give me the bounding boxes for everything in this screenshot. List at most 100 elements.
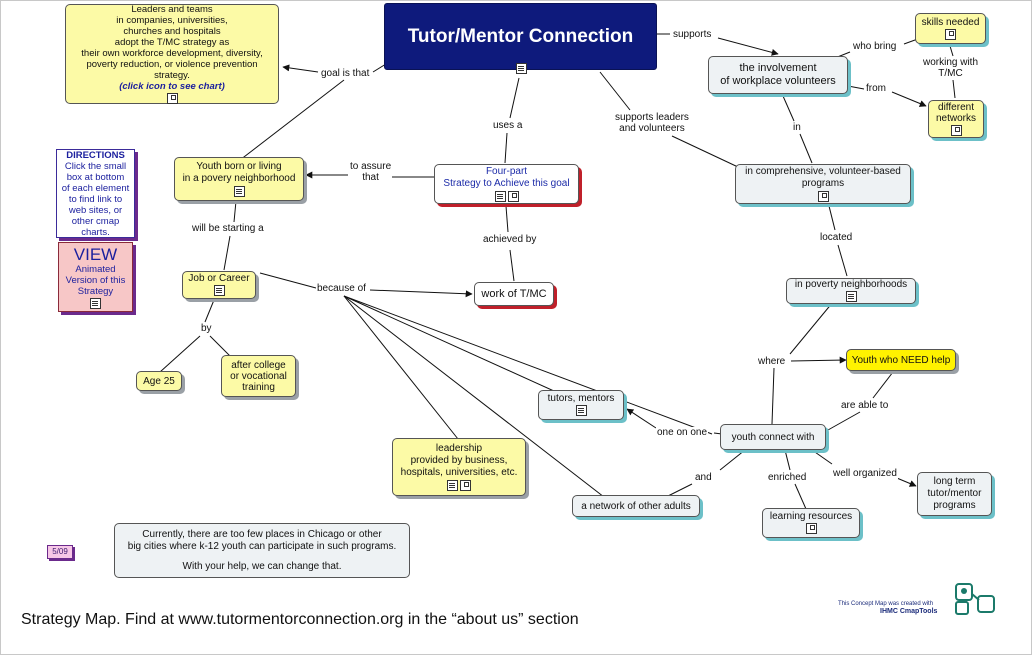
- concept-map-icon[interactable]: [166, 93, 178, 104]
- link-label-who-bring: who bring: [852, 41, 898, 52]
- link-line: [343, 295, 459, 440]
- link-line: [952, 79, 956, 99]
- bottom-note-line1: Currently, there are too few places in C…: [142, 528, 382, 540]
- long-term-programs-node[interactable]: long term tutor/mentor programs: [917, 472, 992, 516]
- link-label-uses-a: uses a: [492, 120, 524, 131]
- involvement-node[interactable]: the involvement of workplace volunteers: [708, 56, 848, 94]
- link-label-are-able-to: are able to: [840, 400, 890, 411]
- view-line1: VIEW: [73, 244, 118, 264]
- leaders-line4: adopt the T/MC strategy as: [114, 37, 230, 48]
- concept-map-icon[interactable]: [805, 523, 817, 535]
- link-line: [847, 85, 865, 90]
- document-icon[interactable]: [516, 63, 527, 74]
- link-label-enriched: enriched: [767, 472, 808, 483]
- link-label-achieved-by: achieved by: [482, 234, 538, 245]
- job-career-text: Job or Career: [188, 273, 250, 285]
- four-part-line1: Four-part: [485, 165, 528, 177]
- link-line: [811, 449, 833, 465]
- concept-map-icon[interactable]: [460, 479, 471, 491]
- leadership-line1: leadership: [435, 442, 483, 454]
- title-node[interactable]: Tutor/Mentor Connection: [384, 3, 657, 70]
- leaders-line7: strategy.: [154, 70, 190, 81]
- document-icon[interactable]: [494, 190, 506, 202]
- concept-map-icon[interactable]: [950, 124, 962, 136]
- poverty-neighborhoods-node[interactable]: in poverty neighborhoods: [786, 278, 916, 304]
- link-line: [799, 133, 813, 164]
- working-with-line1: working with: [923, 57, 979, 68]
- link-label-will-be-starting: will be starting a: [191, 223, 265, 234]
- youth-connect-text: youth connect with: [731, 431, 815, 443]
- link-label-from: from: [865, 83, 887, 94]
- cmaptools-credit: This Concept Map was created with IHMC C…: [838, 600, 937, 616]
- link-label-in: in: [792, 122, 802, 133]
- leaders-line6: poverty reduction, or violence preventio…: [86, 59, 258, 70]
- comprehensive-programs-node[interactable]: in comprehensive, volunteer-based progra…: [735, 164, 911, 204]
- link-label-because-of: because of: [316, 283, 367, 294]
- learning-resources-node[interactable]: learning resources: [762, 508, 860, 538]
- skills-text: skills needed: [921, 16, 980, 28]
- credit-line1: This Concept Map was created with: [838, 601, 934, 607]
- link-label-working-with: working with T/MC: [922, 57, 980, 79]
- footer-caption: Strategy Map. Find at www.tutormentorcon…: [21, 611, 579, 628]
- tutors-text: tutors, mentors: [547, 393, 615, 405]
- link-label-supports-leaders: supports leaders and volunteers: [614, 112, 690, 134]
- to-assure-line1: to assure: [350, 161, 392, 172]
- document-icon[interactable]: [233, 185, 245, 197]
- link-line: [771, 367, 775, 425]
- leaders-line1: Leaders and teams: [131, 4, 213, 15]
- link-line: [789, 301, 834, 355]
- link-label-to-assure: to assure that: [349, 161, 393, 183]
- document-icon[interactable]: [575, 405, 587, 417]
- document-icon[interactable]: [90, 297, 101, 309]
- four-part-strategy-node[interactable]: Four-part Strategy to Achieve this goal: [434, 164, 579, 204]
- age-25-node[interactable]: Age 25: [136, 371, 182, 391]
- link-line: [784, 449, 791, 471]
- long-term-line3: programs: [933, 500, 976, 511]
- directions-node[interactable]: DIRECTIONS Click the small box at bottom…: [56, 149, 135, 238]
- link-line: [239, 79, 345, 161]
- after-college-line2: or vocational: [230, 370, 287, 382]
- comprehensive-line1: in comprehensive, volunteer-based: [745, 165, 901, 177]
- directions-line5: to find link to: [68, 193, 123, 205]
- leaders-line8: (click icon to see chart): [119, 81, 225, 92]
- link-label-where: where: [757, 356, 787, 367]
- view-line2: Animated: [75, 263, 116, 275]
- leadership-line3: hospitals, universities, etc.: [400, 466, 518, 478]
- job-or-career-node[interactable]: Job or Career: [182, 271, 256, 299]
- networks-node[interactable]: different networks: [928, 100, 984, 138]
- link-line: [671, 135, 739, 168]
- concept-map-icon[interactable]: [507, 190, 519, 202]
- link-label-one-on-one: one on one: [656, 427, 709, 438]
- involvement-line2: of workplace volunteers: [720, 75, 836, 87]
- after-college-node[interactable]: after college or vocational training: [221, 355, 296, 397]
- link-line: [717, 37, 779, 56]
- link-line: [343, 295, 566, 397]
- link-line: [505, 205, 509, 233]
- youth-connect-node[interactable]: youth connect with: [720, 424, 826, 450]
- document-icon[interactable]: [213, 285, 225, 297]
- link-line: [233, 200, 237, 223]
- link-line: [204, 299, 215, 323]
- supports-leaders-line1: supports leaders: [615, 112, 689, 123]
- leaders-node[interactable]: Leaders and teams in companies, universi…: [65, 4, 279, 104]
- document-icon[interactable]: [845, 291, 857, 303]
- concept-map-icon[interactable]: [945, 28, 956, 40]
- credit-line2: IHMC CmapTools: [880, 608, 938, 615]
- link-line: [259, 272, 317, 289]
- comprehensive-line2: programs: [801, 177, 845, 189]
- link-label-supports: supports: [672, 29, 713, 40]
- tutors-mentors-node[interactable]: tutors, mentors: [538, 390, 624, 420]
- link-line: [872, 371, 894, 399]
- network-of-adults-node[interactable]: a network of other adults: [572, 495, 700, 517]
- link-label-located: located: [819, 232, 854, 243]
- document-icon[interactable]: [447, 479, 458, 491]
- link-line: [626, 408, 657, 429]
- youth-need-help-node[interactable]: Youth who NEED help: [846, 349, 956, 371]
- work-of-tmc-node[interactable]: work of T/MC: [474, 282, 554, 306]
- skills-needed-node[interactable]: skills needed: [915, 13, 986, 44]
- concept-map-icon[interactable]: [817, 190, 829, 202]
- link-line: [782, 95, 795, 122]
- leadership-node[interactable]: leadership provided by business, hospita…: [392, 438, 526, 496]
- view-animated-node[interactable]: VIEW Animated Version of this Strategy: [58, 242, 133, 312]
- youth-born-node[interactable]: Youth born or living in a povery neighbo…: [174, 157, 304, 201]
